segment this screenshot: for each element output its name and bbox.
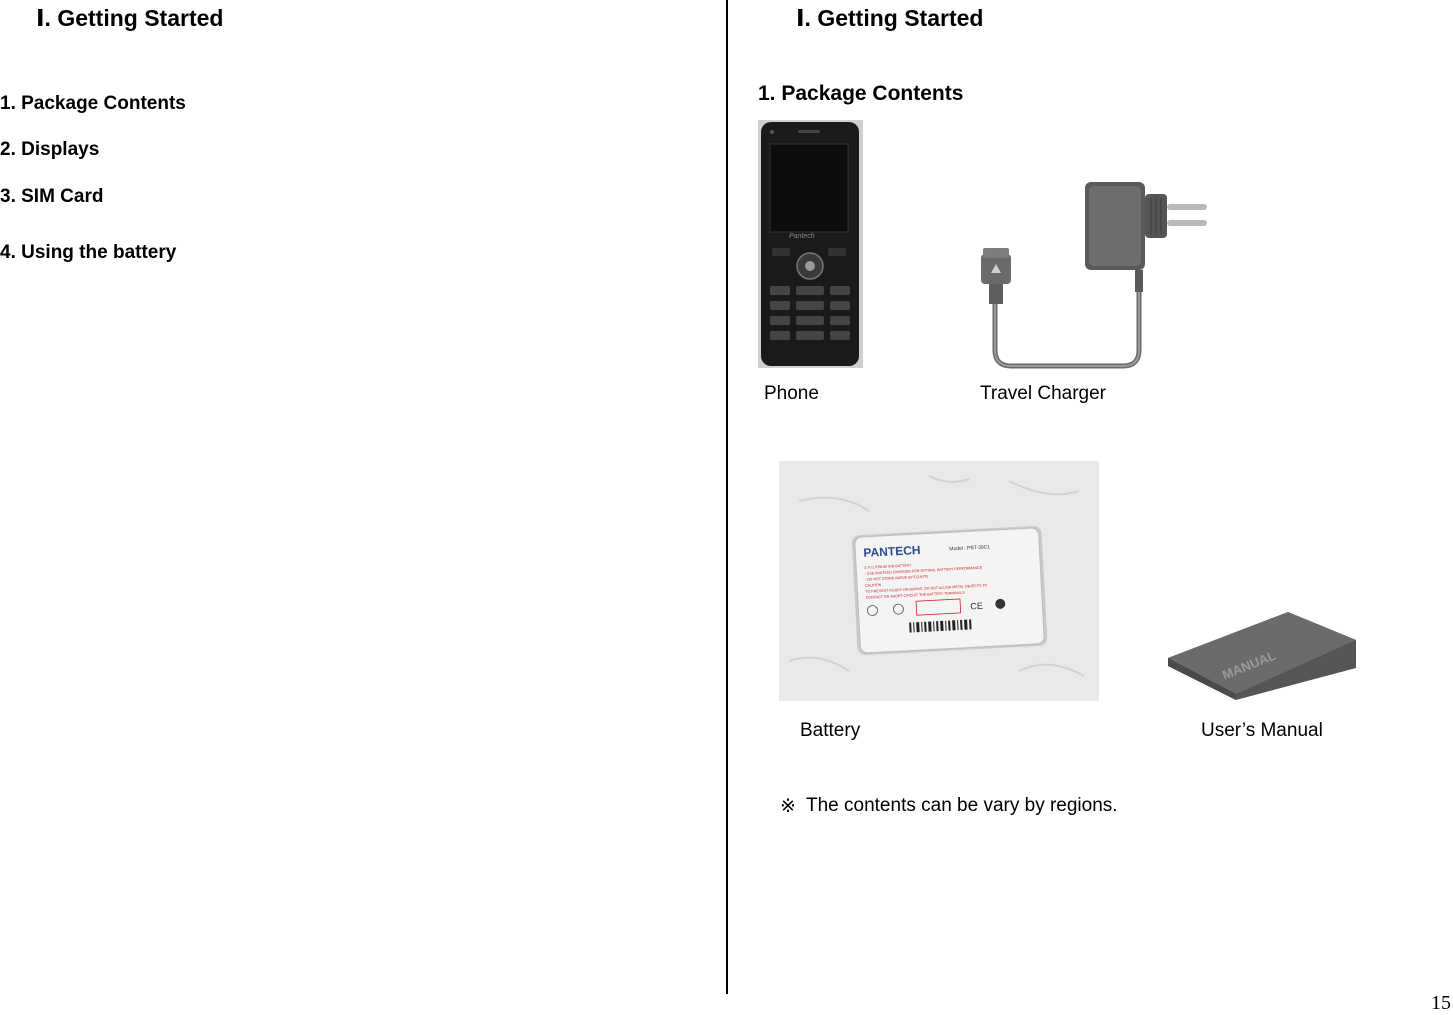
section-title: 1. Package Contents xyxy=(758,82,964,105)
battery-label-line: CONTACT OR SHORT CIRCUIT THE BATTERY TER… xyxy=(866,591,966,600)
battery-caption: Battery xyxy=(800,720,861,741)
battery-label-line: - DO NOT STORE ABOVE 60℃(140℉) xyxy=(865,575,929,582)
toc-item-sim-card[interactable]: 3. SIM Card xyxy=(0,186,104,207)
toc-item-displays[interactable]: 2. Displays xyxy=(0,139,100,160)
charger-caption: Travel Charger xyxy=(980,383,1107,404)
battery-brand-text: PANTECH xyxy=(863,543,921,560)
battery-mark-text: CE xyxy=(970,601,983,612)
svg-text:3.7V LITHIUM ION BATTERY: 3.7V LITHIUM ION BATTERY - USE PANTECH C… xyxy=(864,559,989,599)
battery-image: PANTECH Model : PBT-39C1 3.7V LITHIUM IO… xyxy=(779,461,1099,701)
left-chapter-heading: Ⅰ. Getting Started xyxy=(36,5,224,31)
phone-image: Pantech xyxy=(758,120,863,368)
note-text: The contents can be vary by regions. xyxy=(806,795,1118,816)
battery-label-line: - USE PANTECH CHARGER FOR OPTIMAL BATTER… xyxy=(864,566,982,576)
manual-caption: User’s Manual xyxy=(1201,720,1323,741)
battery-label-line: CAUTION xyxy=(865,583,882,588)
note-symbol: ※ xyxy=(780,796,796,817)
toc-item-using-battery[interactable]: 4. Using the battery xyxy=(0,242,177,263)
page-divider xyxy=(726,0,728,994)
toc-item-package-contents[interactable]: 1. Package Contents xyxy=(0,93,186,114)
battery-model-text: Model : PBT-39C1 xyxy=(949,544,990,552)
travel-charger-image xyxy=(975,180,1210,370)
phone-caption: Phone xyxy=(764,383,819,404)
page-number: 15 xyxy=(1431,992,1451,1014)
battery-label-line: TO PREVENT INJURY OR BURNS, DO NOT ALLOW… xyxy=(865,583,987,593)
user-manual-image: MANUAL xyxy=(1166,610,1358,702)
battery-label-line: 3.7V LITHIUM ION BATTERY xyxy=(864,563,912,570)
phone-brand-text: Pantech xyxy=(789,233,815,240)
right-chapter-heading: Ⅰ. Getting Started xyxy=(796,5,984,31)
